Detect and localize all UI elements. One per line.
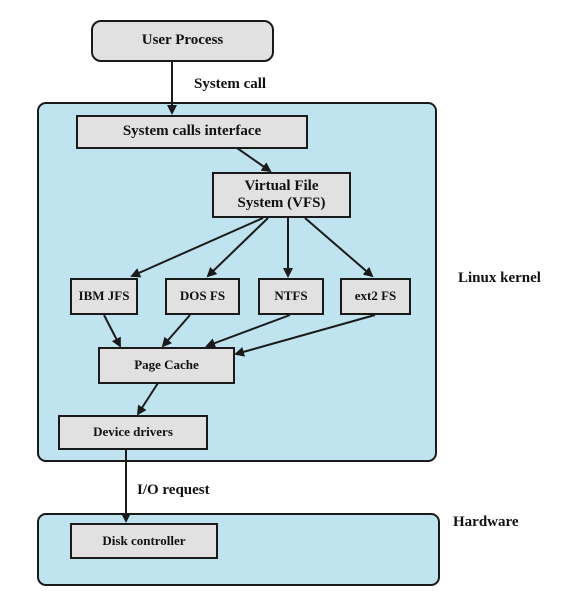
ext2-fs-node: ext2 FS [340, 278, 411, 315]
system-call-label: System call [194, 76, 267, 92]
page-cache-label: Page Cache [134, 357, 199, 373]
user-process-node: User Process [91, 20, 274, 62]
arrow-dos-fs-to-page-cache [161, 314, 191, 348]
io-request-label: I/O request [137, 482, 210, 498]
vfs-label-line1: Virtual File [244, 177, 319, 194]
ntfs-node: NTFS [258, 278, 324, 315]
arrow-vfs-to-ibm-jfs [130, 217, 264, 278]
ext2-fs-label: ext2 FS [354, 288, 397, 304]
arrow-vfs-to-dos-fs [206, 217, 269, 278]
device-drivers-node: Device drivers [58, 415, 208, 450]
ibm-jfs-label: IBM JFS [78, 288, 130, 304]
user-process-label: User Process [141, 32, 224, 49]
hardware-label: Hardware [453, 514, 519, 530]
disk-controller-label: Disk controller [102, 532, 186, 548]
vfs-label-line2: System (VFS) [237, 195, 326, 211]
ibm-jfs-node: IBM JFS [70, 278, 138, 315]
page-cache-node: Page Cache [98, 347, 235, 384]
dos-fs-node: DOS FS [165, 278, 240, 315]
arrow-interface-to-vfs [236, 147, 272, 173]
arrow-ibm-jfs-to-page-cache [103, 314, 121, 348]
disk-controller-node: Disk controller [70, 523, 218, 559]
ntfs-label: NTFS [274, 288, 308, 304]
syscall-interface-node: System calls interface [76, 115, 308, 149]
arrow-page-cache-to-device-drivers [136, 382, 159, 416]
arrow-vfs-to-ext2-fs [304, 217, 374, 278]
arrow-ext2-to-page-cache [234, 314, 376, 357]
vfs-node: Virtual File System (VFS) [212, 172, 351, 218]
linux-kernel-label: Linux kernel [458, 270, 541, 286]
dos-fs-label: DOS FS [179, 288, 226, 304]
device-drivers-label: Device drivers [93, 424, 173, 440]
syscall-interface-label: System calls interface [122, 123, 262, 140]
arrow-ntfs-to-page-cache [205, 314, 291, 348]
